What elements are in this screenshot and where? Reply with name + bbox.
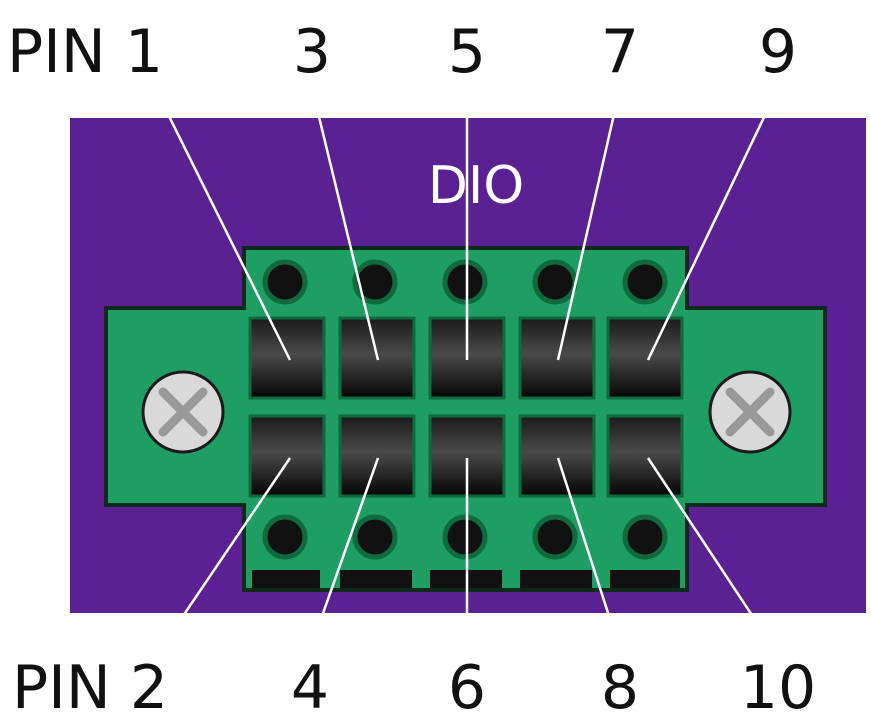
pin-label: 8 xyxy=(601,653,639,723)
screw-hole xyxy=(262,259,308,305)
pin-label: 6 xyxy=(448,653,486,723)
pin-label: PIN 1 xyxy=(7,17,163,87)
pin-3-socket xyxy=(338,316,416,400)
bottom-sockets xyxy=(248,414,684,498)
pin-4-socket xyxy=(338,414,416,498)
screw-hole xyxy=(532,514,578,560)
pin-1-socket xyxy=(248,316,326,400)
leader-lines xyxy=(153,87,780,651)
left-screw xyxy=(141,370,225,454)
pin-2-socket xyxy=(248,414,326,498)
screw-hole xyxy=(352,514,398,560)
pin-label: 3 xyxy=(293,17,331,87)
screw-hole xyxy=(352,259,398,305)
pin-8-socket xyxy=(518,414,596,498)
bottom-pin-labels: PIN 2 4 6 8 10 xyxy=(12,653,816,723)
pin-9-socket xyxy=(606,316,684,400)
screw-hole xyxy=(442,259,488,305)
pin-label: PIN 2 xyxy=(12,653,168,723)
pin-label: 10 xyxy=(740,653,816,723)
pin-label: 9 xyxy=(759,17,797,87)
board-label: DIO xyxy=(428,156,524,216)
leader-pin-8 xyxy=(556,457,622,651)
leader-pin-9 xyxy=(646,87,780,361)
leader-pin-1 xyxy=(153,87,292,361)
leader-pin-10 xyxy=(646,457,777,651)
pin-7-socket xyxy=(518,316,596,400)
leader-pin-3 xyxy=(310,87,380,361)
screw-hole xyxy=(262,514,308,560)
right-screw xyxy=(708,370,792,454)
leader-pin-2 xyxy=(158,457,292,651)
pin-label: 5 xyxy=(448,17,486,87)
bottom-screw-holes xyxy=(262,514,668,560)
leader-pin-4 xyxy=(308,457,380,651)
pin-10-socket xyxy=(606,414,684,498)
pin-label: 4 xyxy=(291,653,329,723)
screw-hole xyxy=(532,259,578,305)
screw-hole xyxy=(622,514,668,560)
screw-hole xyxy=(442,514,488,560)
leader-pin-7 xyxy=(556,87,622,361)
screw-hole xyxy=(622,259,668,305)
pin-label: 7 xyxy=(601,17,639,87)
top-pin-labels: PIN 1 3 5 7 9 xyxy=(7,17,797,87)
